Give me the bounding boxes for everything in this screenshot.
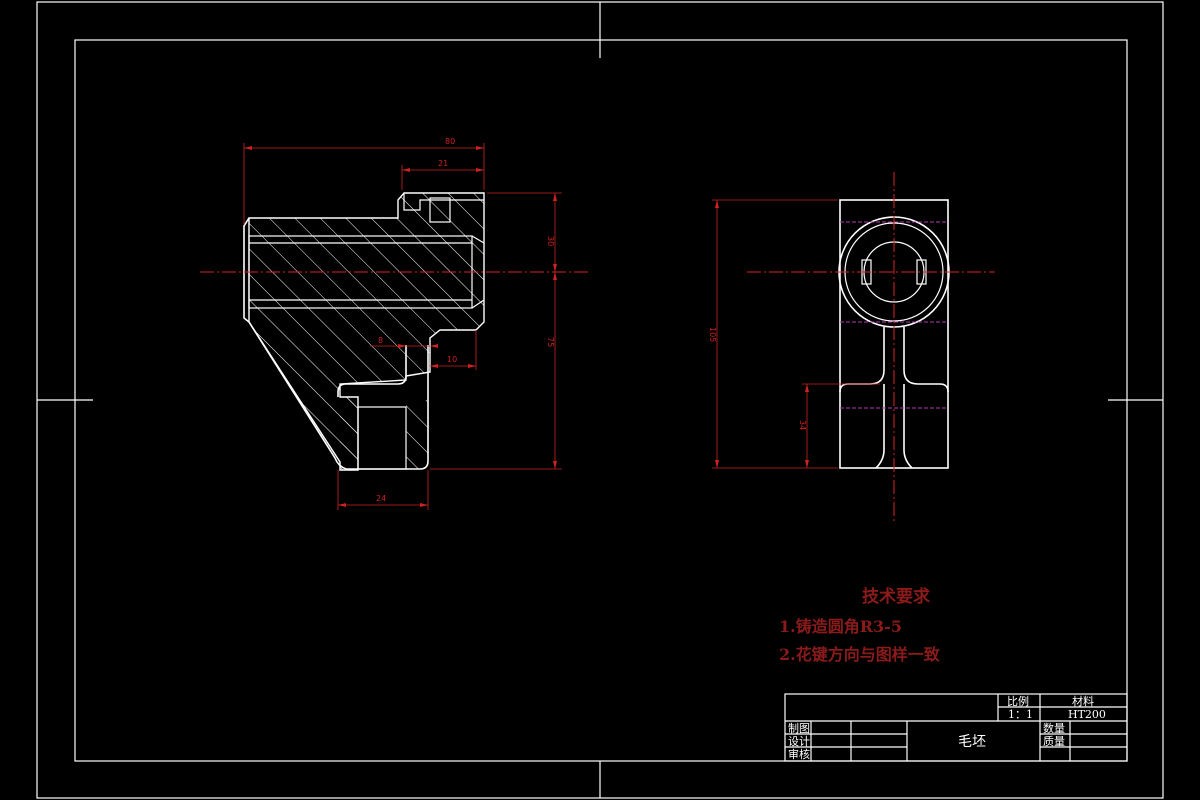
- tech-req-item-1: 1.铸造圆角R3-5: [779, 617, 902, 636]
- tb-weight-label: 质量: [1043, 735, 1065, 748]
- section-dimensions: 80 21 30 75 8 10 24: [243, 137, 562, 510]
- dim-foot-width: 24: [376, 494, 386, 503]
- dim-top-width: 21: [438, 159, 448, 168]
- tb-designed-by: 设计: [788, 735, 810, 748]
- tb-material-label: 材料: [1072, 694, 1094, 708]
- tb-scale-label: 比例: [1007, 694, 1029, 708]
- foot-insert: [357, 406, 407, 470]
- tech-req-title: 技术要求: [862, 586, 930, 607]
- tb-scale-value: 1：1: [1008, 708, 1033, 721]
- tb-part-name: 毛坯: [958, 734, 986, 750]
- dim-slot-offset: 10: [447, 355, 457, 364]
- dim-overall-width: 80: [445, 137, 455, 146]
- title-block: 比例 1：1 材料 HT200 制图 设计 审核 毛坯 数量 质量: [784, 693, 1128, 762]
- section-body-hatched: [248, 192, 485, 471]
- section-view: [200, 192, 590, 471]
- tech-req-item-2: 2.花键方向与图样一致: [779, 645, 941, 664]
- tb-material-value: HT200: [1068, 708, 1106, 721]
- dim-slot-width: 8: [378, 336, 383, 345]
- technical-requirements: 技术要求 1.铸造圆角R3-5 2.花键方向与图样一致: [779, 586, 941, 664]
- sheet-frame: [36, 1, 1164, 799]
- tb-reviewed-by: 审核: [788, 747, 810, 761]
- side-dimensions: 105 34: [708, 199, 880, 469]
- tb-drawn-by: 制图: [788, 722, 810, 735]
- dim-side-total-height: 105: [708, 327, 717, 342]
- dim-side-rib-height: 34: [798, 420, 807, 430]
- side-view: [747, 172, 995, 522]
- tb-quantity-label: 数量: [1043, 722, 1065, 735]
- dim-lower-height: 75: [546, 337, 555, 347]
- dim-upper-height: 30: [546, 236, 555, 246]
